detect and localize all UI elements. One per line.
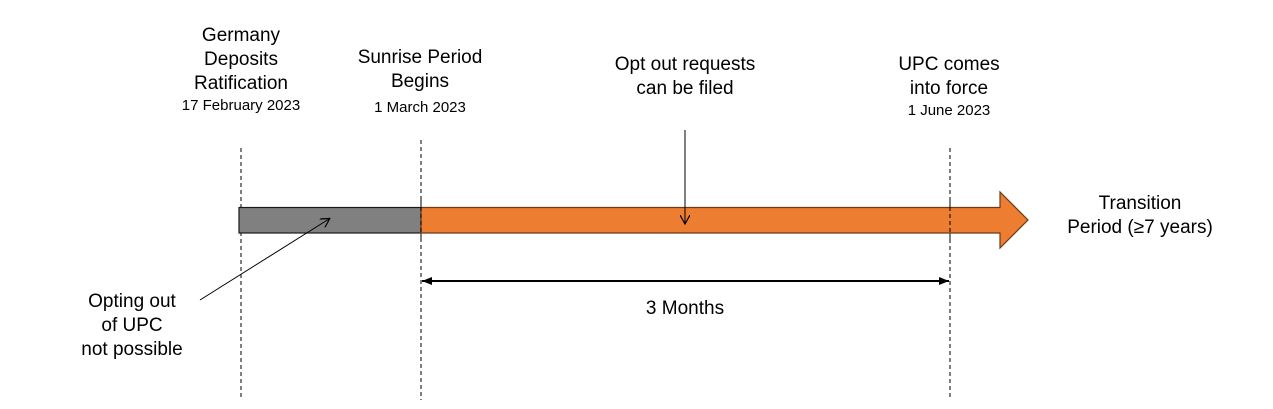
not-possible-label: Opting out of UPC not possible [52,290,212,362]
duration-label: 3 Months [645,298,725,319]
milestone-date: 17 February 2023 [181,97,301,114]
milestone-title-line: Germany [201,25,281,46]
not-possible-line: Opting out [88,291,176,312]
blocked-period-bar [238,206,422,234]
milestone-sunrise-label: Sunrise Period Begins 1 March 2023 [320,46,520,118]
milestone-title-line: Begins [390,71,450,92]
milestone-germany-label: Germany Deposits Ratification 17 Februar… [141,24,341,116]
not-possible-line: not possible [81,339,183,360]
opt-out-label: Opt out requests can be filed [585,53,785,101]
transition-line: Transition [1098,193,1182,214]
not-possible-pointer-arrow [199,219,329,301]
milestone-title-line: into force [909,78,989,99]
opt-out-line: Opt out requests [614,54,756,75]
milestone-title-line: Sunrise Period [357,47,483,68]
milestone-date: 1 March 2023 [374,99,466,116]
not-possible-line: of UPC [101,315,163,336]
milestone-title-line: Deposits [204,49,278,70]
transition-period-arrow [420,190,1029,250]
milestone-title-line: Ratification [194,73,288,94]
opt-out-line: can be filed [636,78,734,99]
milestone-upc-label: UPC comes into force 1 June 2023 [849,53,1049,121]
transition-period-label: Transition Period (≥7 years) [1040,192,1240,240]
milestone-title-line: UPC comes [898,54,1000,75]
transition-line: Period (≥7 years) [1067,217,1213,238]
milestone-date: 1 June 2023 [907,102,991,119]
